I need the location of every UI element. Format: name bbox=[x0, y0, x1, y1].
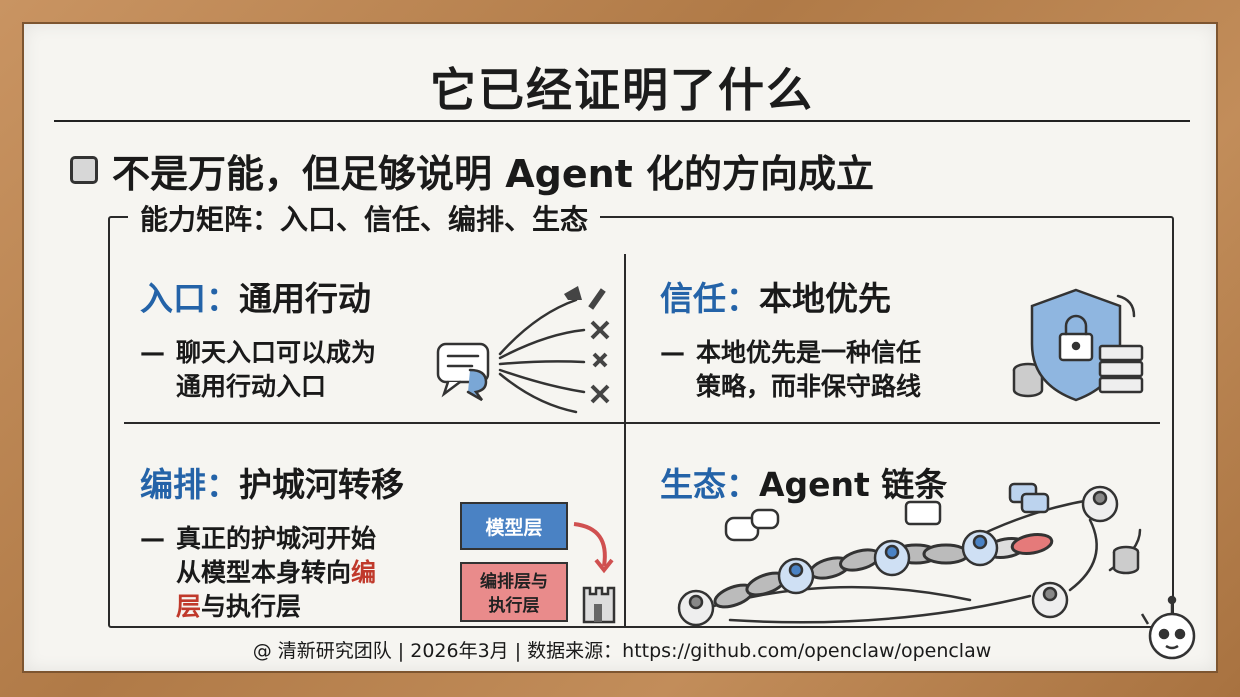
robot-mascot-icon bbox=[1140, 595, 1196, 660]
cell-ecosystem-heading: 生态：Agent 链条 bbox=[660, 458, 1020, 506]
arrow-icon bbox=[1116, 294, 1136, 318]
cell-entry-line2: 通用行动入口 bbox=[176, 372, 327, 401]
cell-trust-body: — 本地优先是一种信任 策略，而非保守路线 bbox=[660, 336, 1020, 404]
cell-orchestration-line1: 真正的护城河开始 bbox=[176, 524, 377, 553]
cell-entry-body: — 聊天入口可以成为 通用行动入口 bbox=[140, 336, 610, 404]
cell-trust: 信任：本地优先 — 本地优先是一种信任 策略，而非保守路线 bbox=[660, 272, 1020, 404]
cell-orchestration-body: — 真正的护城河开始 从模型本身转向编 层与执行层 bbox=[140, 522, 460, 624]
wrench-icon bbox=[590, 320, 610, 340]
cell-orchestration-value: 护城河转移 bbox=[239, 465, 404, 504]
dash: — bbox=[140, 524, 165, 553]
cell-orchestration-heading: 编排：护城河转移 bbox=[140, 458, 460, 506]
server-icon bbox=[1098, 344, 1144, 362]
pliers-icon bbox=[592, 352, 608, 368]
cell-entry: 入口：通用行动 — 聊天入口可以成为 通用行动入口 bbox=[140, 272, 610, 404]
cell-orchestration-key: 编排： bbox=[140, 465, 239, 504]
cell-ecosystem: 生态：Agent 链条 bbox=[660, 458, 1020, 506]
chain-links bbox=[713, 532, 1054, 609]
cell-trust-value: 本地优先 bbox=[759, 279, 891, 318]
chat-actions-illustration bbox=[436, 286, 610, 414]
cell-orchestration-line2: 从模型本身转向编 bbox=[140, 556, 460, 590]
cell-entry-value: 通用行动 bbox=[239, 279, 371, 318]
matrix-title: 能力矩阵：入口、信任、编排、生态 bbox=[128, 198, 601, 238]
cell-trust-line1: 本地优先是一种信任 bbox=[696, 338, 922, 367]
agent-avatars bbox=[677, 485, 1119, 626]
cell-entry-line1: 聊天入口可以成为 bbox=[176, 338, 377, 367]
dash: — bbox=[660, 338, 685, 367]
cell-entry-heading: 入口：通用行动 bbox=[140, 272, 610, 320]
exec-layer-label-2: 执行层 bbox=[488, 596, 540, 616]
screwdriver-icon bbox=[588, 288, 606, 310]
whiteboard: 它已经证明了什么 不是万能，但足够说明 Agent 化的方向成立 能力矩阵：入口… bbox=[22, 22, 1218, 673]
agent-chain-illustration bbox=[677, 482, 1142, 626]
cell-trust-key: 信任： bbox=[660, 279, 759, 318]
castle-icon bbox=[573, 522, 616, 624]
tool-icons bbox=[564, 286, 610, 404]
cell-orchestration-line3a: 层 bbox=[176, 592, 202, 621]
cell-orchestration-line2a: 从模型本身转向 bbox=[176, 558, 352, 587]
cell-orchestration-line3: 层与执行层 bbox=[140, 590, 460, 624]
cell-entry-key: 入口： bbox=[140, 279, 239, 318]
matrix-vertical-divider bbox=[624, 254, 626, 626]
matrix-horizontal-divider bbox=[124, 422, 1160, 424]
exec-layer-block: 编排层与 执行层 bbox=[460, 562, 568, 622]
cell-orchestration-line2b: 编 bbox=[351, 558, 377, 587]
megaphone-icon bbox=[564, 286, 582, 300]
headline: 不是万能，但足够说明 Agent 化的方向成立 bbox=[70, 142, 874, 198]
cell-trust-line2: 策略，而非保守路线 bbox=[696, 372, 922, 401]
layers-illustration: 模型层 编排层与 执行层 bbox=[452, 496, 622, 624]
checkbox-icon bbox=[70, 156, 98, 184]
capability-matrix: 能力矩阵：入口、信任、编排、生态 入口：通用行动 — 聊天入口可以成为 通用行动入… bbox=[108, 198, 1174, 628]
cell-orchestration-line3b: 与执行层 bbox=[201, 592, 302, 621]
tools-icon bbox=[590, 384, 610, 404]
document-icon bbox=[904, 500, 942, 526]
title-divider bbox=[54, 120, 1190, 122]
cell-ecosystem-key: 生态： bbox=[660, 465, 759, 504]
headline-text: 不是万能，但足够说明 Agent 化的方向成立 bbox=[112, 151, 875, 196]
cell-orchestration: 编排：护城河转移 — 真正的护城河开始 从模型本身转向编 层与执行层 bbox=[140, 458, 460, 624]
cell-trust-heading: 信任：本地优先 bbox=[660, 272, 1020, 320]
dash: — bbox=[140, 338, 165, 367]
trust-illustration bbox=[1012, 288, 1144, 402]
footer-credit: @ 清新研究团队 | 2026年3月 | 数据来源：https://github… bbox=[252, 640, 992, 662]
exec-layer-label-1: 编排层与 bbox=[480, 572, 548, 592]
cell-ecosystem-value: Agent 链条 bbox=[759, 465, 948, 504]
model-layer-block: 模型层 bbox=[460, 502, 568, 550]
page-title: 它已经证明了什么 bbox=[430, 63, 814, 117]
